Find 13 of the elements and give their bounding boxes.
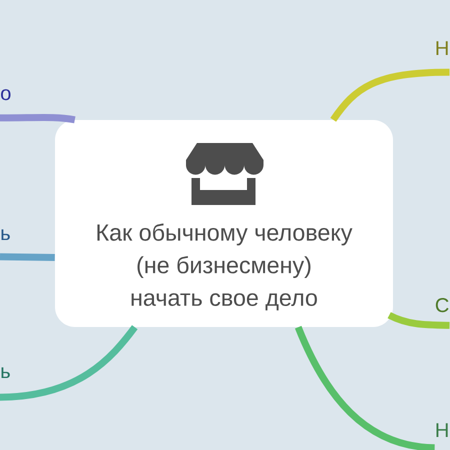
branch-label: о xyxy=(1,89,10,100)
branch-label: Н xyxy=(436,41,448,55)
branch-label: ь xyxy=(2,367,10,378)
branch-label: Н xyxy=(436,423,448,437)
topic-box: Как обычному человеку (не бизнесмену) начать свое дело xyxy=(55,120,393,327)
branch-line xyxy=(0,114,76,124)
branch-label: С xyxy=(436,298,449,312)
branch-label: ь xyxy=(2,229,10,240)
branch-line xyxy=(388,312,450,329)
branch-line xyxy=(0,325,138,401)
branch-line xyxy=(0,253,55,261)
branch-line xyxy=(294,326,435,450)
branch-line xyxy=(330,68,450,122)
